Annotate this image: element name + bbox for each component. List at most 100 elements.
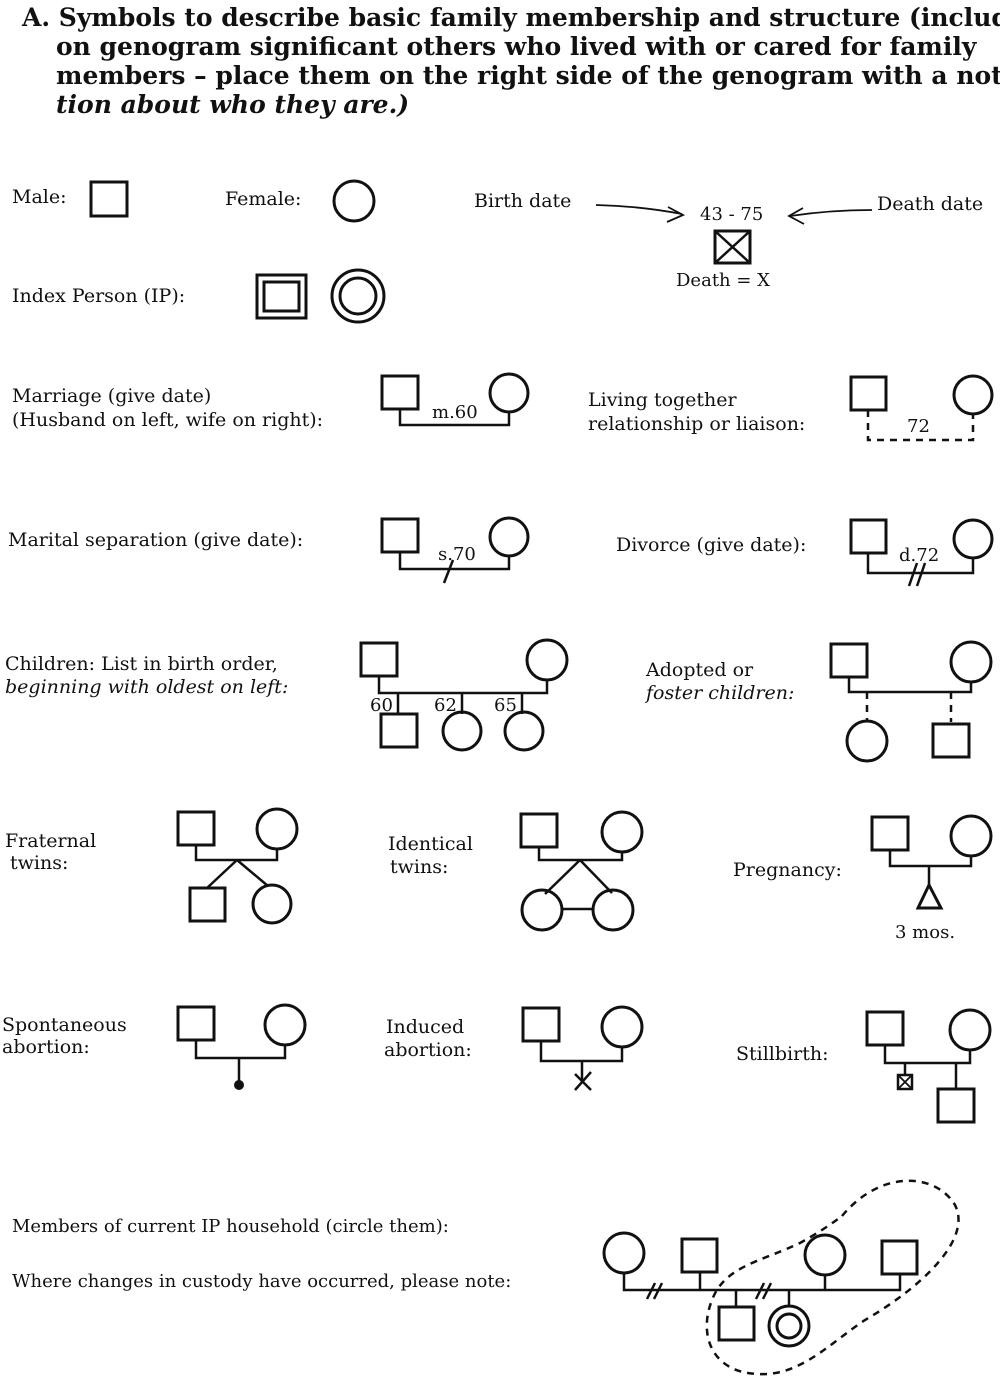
child-3-circle bbox=[503, 710, 545, 752]
divorce-date: d.72 bbox=[899, 545, 939, 566]
identical-label-2: twins: bbox=[390, 856, 448, 878]
induced-father-square bbox=[521, 1006, 561, 1043]
living-date: 72 bbox=[907, 416, 930, 437]
death-x-mark bbox=[714, 230, 751, 264]
living-label-2: relationship or liaison: bbox=[588, 413, 805, 435]
identical-twin-circle-2 bbox=[591, 888, 635, 932]
child-1-square bbox=[379, 712, 419, 749]
stillbirth-mother-circle bbox=[948, 1008, 992, 1052]
stillbirth-small-square bbox=[896, 1073, 914, 1091]
female-label: Female: bbox=[225, 188, 301, 210]
spontaneous-abortion-row: Spontaneous abortion: bbox=[2, 1003, 307, 1090]
pregnancy-line bbox=[888, 850, 973, 885]
divorce-double-slash bbox=[907, 562, 927, 587]
marriage-line bbox=[398, 409, 511, 427]
death-date-label: Death date bbox=[877, 193, 983, 215]
separation-row: Marital separation (give date): s.70 bbox=[8, 516, 530, 584]
pregnancy-mother-circle bbox=[949, 814, 993, 858]
header-block: A. Symbols to describe basic family memb… bbox=[21, 3, 1000, 119]
male-square-symbol bbox=[89, 180, 129, 218]
adopted-label-1: Adopted or bbox=[645, 659, 754, 681]
fraternal-twin-lines bbox=[206, 859, 269, 889]
household-row: Members of current IP household (circle … bbox=[12, 1179, 960, 1376]
spontaneous-line bbox=[194, 1040, 287, 1082]
fraternal-father-square bbox=[176, 810, 216, 847]
spontaneous-label-2: abortion: bbox=[2, 1036, 90, 1058]
fraternal-twin-square bbox=[188, 886, 227, 923]
child-2-circle bbox=[441, 710, 483, 752]
spontaneous-label-1: Spontaneous bbox=[2, 1014, 127, 1036]
death-arrow-line bbox=[789, 209, 873, 217]
death-x-label: Death = X bbox=[676, 270, 770, 291]
living-male-square bbox=[849, 375, 888, 412]
divorce-label: Divorce (give date): bbox=[616, 534, 806, 556]
header-line-2: on genogram significant others who lived… bbox=[56, 32, 978, 61]
identical-label-1: Identical bbox=[388, 833, 473, 855]
child-year-3: 65 bbox=[494, 695, 517, 716]
index-person-label: Index Person (IP): bbox=[12, 285, 185, 307]
adopted-child-square bbox=[931, 722, 971, 759]
household-female-1 bbox=[602, 1231, 646, 1275]
induced-mother-circle bbox=[600, 1005, 644, 1049]
household-child-square bbox=[717, 1305, 756, 1342]
identical-twin-circle-1 bbox=[520, 888, 564, 932]
death-arrow-head bbox=[787, 207, 805, 225]
induced-label-2: abortion: bbox=[384, 1039, 472, 1061]
fraternal-label-1: Fraternal bbox=[5, 830, 96, 852]
household-ip-outer bbox=[767, 1304, 811, 1348]
death-years-text: 43 - 75 bbox=[700, 204, 763, 225]
divorce-female-circle bbox=[952, 518, 994, 560]
induced-abortion-row: Induced abortion: bbox=[384, 1005, 644, 1091]
index-male-inner bbox=[262, 280, 301, 313]
header-line-3: members – place them on the right side o… bbox=[56, 61, 1000, 90]
household-child-lines bbox=[734, 1290, 791, 1307]
household-divorce-slash-1 bbox=[645, 1282, 664, 1300]
birth-arrow-head bbox=[666, 206, 686, 223]
adopted-dashed-lines bbox=[865, 692, 953, 722]
identical-mother-circle bbox=[600, 810, 644, 854]
male-symbol-row: Male: bbox=[12, 180, 129, 218]
pregnancy-father-square bbox=[870, 815, 910, 852]
stillbirth-father-square bbox=[865, 1010, 905, 1047]
stillbirth-label: Stillbirth: bbox=[736, 1043, 828, 1065]
household-ip-inner bbox=[775, 1312, 803, 1340]
deceased-male-symbol bbox=[713, 229, 752, 265]
induced-line bbox=[539, 1041, 624, 1080]
index-male-outer bbox=[255, 273, 308, 320]
spontaneous-mother-circle bbox=[263, 1003, 307, 1047]
fraternal-mother-circle bbox=[255, 807, 299, 851]
household-divorce-slash-2 bbox=[754, 1282, 773, 1300]
fraternal-twin-circle bbox=[251, 883, 293, 925]
pregnancy-row: Pregnancy: 3 mos. bbox=[733, 814, 993, 943]
marriage-date: m.60 bbox=[432, 402, 478, 423]
separation-date: s.70 bbox=[438, 544, 476, 565]
pregnancy-label: Pregnancy: bbox=[733, 859, 842, 881]
child-year-2: 62 bbox=[434, 695, 457, 716]
household-dashed-circle bbox=[705, 1179, 960, 1376]
children-label-1: Children: List in birth order, bbox=[5, 653, 278, 675]
children-label-2: beginning with oldest on left: bbox=[5, 676, 288, 698]
female-symbol-row: Female: bbox=[225, 179, 376, 223]
identical-twin-lines bbox=[544, 859, 613, 911]
household-male-1 bbox=[680, 1237, 719, 1274]
stillbirth-lines bbox=[883, 1045, 972, 1089]
pregnancy-term: 3 mos. bbox=[895, 922, 955, 943]
male-label: Male: bbox=[12, 186, 67, 208]
birth-arrow-line bbox=[595, 204, 683, 215]
separation-label: Marital separation (give date): bbox=[8, 529, 303, 551]
living-together-row: Living together relationship or liaison:… bbox=[588, 374, 994, 442]
wife-circle bbox=[488, 372, 530, 414]
husband-square bbox=[380, 374, 420, 411]
adopted-mother-circle bbox=[949, 640, 993, 684]
household-label: Members of current IP household (circle … bbox=[12, 1216, 449, 1237]
induced-label-1: Induced bbox=[386, 1016, 464, 1038]
birth-death-row: Birth date 43 - 75 Death date Death = X bbox=[474, 190, 983, 291]
fraternal-twins-row: Fraternal twins: bbox=[5, 807, 299, 925]
living-female-circle bbox=[952, 374, 994, 416]
separation-line bbox=[398, 552, 511, 571]
separation-male-square bbox=[380, 517, 420, 554]
separation-female-circle bbox=[488, 516, 530, 558]
household-female-2 bbox=[803, 1233, 847, 1277]
adopted-father-square bbox=[829, 642, 869, 679]
